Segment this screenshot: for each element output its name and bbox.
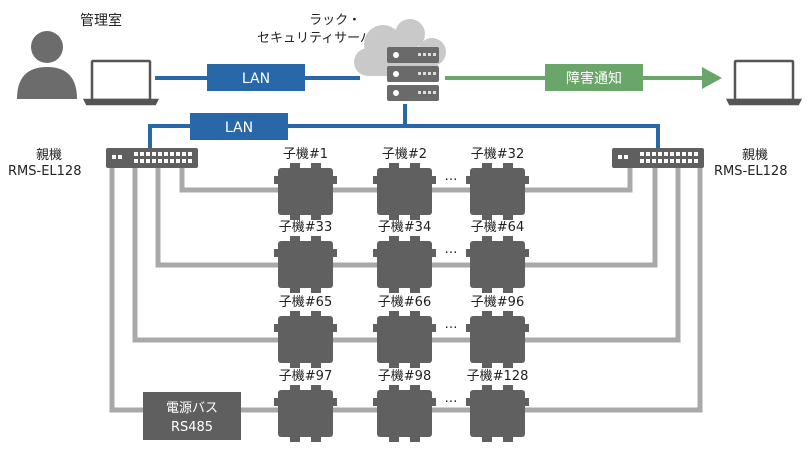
laptop-icon	[725, 59, 803, 106]
ellipsis-label: …	[445, 169, 458, 184]
master-right-line2: RMS-EL128	[714, 164, 787, 179]
slave-device-icon	[466, 385, 529, 442]
slave-device-icon	[274, 385, 337, 442]
ellipsis-label: …	[445, 242, 458, 257]
slave-device-label: 子機#34	[378, 220, 431, 235]
arrow-icon	[702, 67, 722, 89]
slave-device-label: 子機#2	[382, 147, 427, 162]
ellipsis-label: …	[445, 317, 458, 332]
slave-device-icon	[373, 311, 436, 368]
slave-device-label: 子機#97	[279, 369, 332, 384]
ellipsis-label: …	[445, 391, 458, 406]
server-icon	[387, 47, 439, 101]
slave-device-icon	[373, 163, 436, 220]
fault-notice-box	[545, 64, 643, 91]
admin-room-label: 管理室	[80, 12, 122, 29]
slave-device-icon	[274, 236, 337, 293]
slave-device-label: 子機#96	[471, 295, 524, 310]
power-bus-line2: RS485	[171, 420, 213, 435]
lan-label-box-second	[190, 113, 288, 140]
slave-device-label: 子機#128	[467, 369, 529, 384]
power-bus-line1: 電源バス	[166, 401, 218, 416]
slave-grid: 子機#1 子機#2 子機#32 … 子機#33 子機#34 子機#64 … 子機#65 子機#66…	[274, 147, 529, 442]
server-title-line2: セキュリティサーバ	[257, 31, 373, 46]
power-bus-box	[143, 392, 241, 440]
slave-device-label: 子機#1	[283, 147, 328, 162]
slave-device-icon	[373, 236, 436, 293]
person-icon	[17, 31, 77, 99]
slave-device-label: 子機#33	[279, 220, 332, 235]
server-title-line1: ラック・	[309, 13, 361, 28]
slave-device-icon	[373, 385, 436, 442]
slave-device-label: 子機#64	[471, 220, 524, 235]
slave-device-label: 子機#32	[471, 147, 524, 162]
lan-label-second: LAN	[225, 120, 253, 136]
switch-icon	[612, 148, 704, 168]
slave-device-label: 子機#65	[279, 295, 332, 310]
slave-device-icon	[466, 311, 529, 368]
switch-icon	[106, 148, 198, 168]
master-left-line1: 親機	[36, 148, 62, 163]
master-right-line1: 親機	[742, 148, 768, 163]
slave-device-icon	[466, 163, 529, 220]
slave-device-label: 子機#98	[378, 369, 431, 384]
lan-label-box-top	[207, 64, 305, 91]
laptop-icon	[82, 59, 160, 106]
slave-device-icon	[274, 311, 337, 368]
master-left-line2: RMS-EL128	[8, 164, 81, 179]
slave-device-icon	[466, 236, 529, 293]
lan-label-top: LAN	[242, 71, 270, 87]
fault-notice-label: 障害通知	[566, 70, 622, 87]
slave-device-label: 子機#66	[378, 295, 431, 310]
slave-device-icon	[274, 163, 337, 220]
